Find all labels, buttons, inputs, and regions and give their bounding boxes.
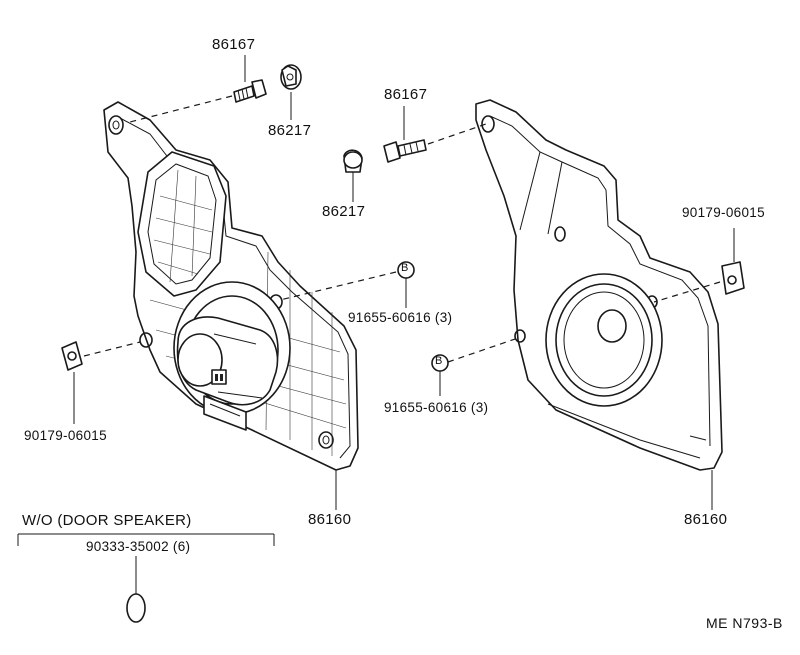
label-clip-86217-left: 86217: [268, 122, 312, 139]
label-clip-86217-center: 86217: [322, 203, 366, 220]
nut-90179-right: [721, 261, 745, 295]
label-screw-86167-right: 86167: [384, 86, 428, 103]
label-bracket-86160-right: 86160: [684, 511, 728, 528]
label-plug-90333: 90333-35002 (6): [86, 539, 191, 554]
label-rivet-marker-right: B: [435, 355, 443, 367]
clip-86217-left: [280, 64, 302, 90]
label-bracket-86160-left: 86160: [308, 511, 352, 528]
label-nut-90179-right: 90179-06015: [682, 205, 765, 220]
right-speaker-bracket: [475, 99, 723, 471]
nut-90179-left: [61, 341, 83, 371]
label-rivet-marker-left: B: [401, 262, 409, 274]
drawing-code: ME N793-B: [706, 615, 783, 631]
plug-90333: [126, 593, 146, 623]
assembly-lines: [17, 55, 735, 594]
screw-86167-left: [233, 79, 267, 103]
label-rivet-91655-right: 91655-60616 (3): [384, 400, 489, 415]
label-rivet-91655-left: 91655-60616 (3): [348, 310, 453, 325]
label-screw-86167-left: 86167: [212, 36, 256, 53]
screw-86167-right: [383, 139, 427, 163]
label-nut-90179-left: 90179-06015: [24, 428, 107, 443]
label-variant-title: W/O (DOOR SPEAKER): [22, 512, 192, 529]
left-speaker-bracket: [103, 101, 359, 471]
clip-86217-center: [343, 149, 363, 173]
